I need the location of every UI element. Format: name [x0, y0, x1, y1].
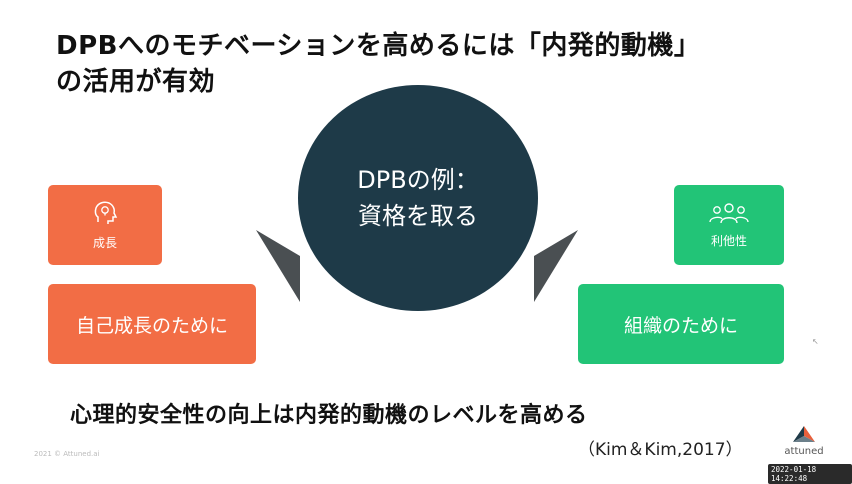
citation-text: （Kim＆Kim,2017）: [578, 440, 743, 460]
example-circle-line1: DPBの例：: [357, 166, 479, 194]
organization-card: 組織のために: [578, 284, 784, 364]
example-circle-line2: 資格を取る: [358, 202, 478, 230]
head-lightbulb-icon: [92, 200, 118, 226]
right-arrow-shape: [534, 230, 578, 302]
left-arrow-shape: [256, 230, 300, 302]
organization-label: 組織のために: [623, 314, 738, 337]
mouse-cursor-icon: ↖: [812, 337, 819, 346]
attuned-logo-text: attuned: [784, 446, 824, 457]
self-growth-card: 自己成長のために: [48, 284, 256, 364]
self-growth-label: 自己成長のために: [75, 314, 228, 337]
slide-title-line1: DPBへのモチベーションを高めるには「内発的動機」: [56, 31, 701, 61]
attuned-logo-icon: [793, 426, 815, 442]
recording-timestamp: 2022-01-18 14:22:48: [768, 464, 852, 484]
altruism-label: 利他性: [710, 233, 747, 248]
copyright-text: 2021 © Attuned.ai: [34, 450, 100, 458]
slide-title-line2: の活用が有効: [56, 67, 216, 97]
slide-title: DPBへのモチベーションを高めるには「内発的動機」 の活用が有効: [56, 28, 796, 100]
growth-label: 成長: [92, 235, 117, 250]
growth-card: 成長: [48, 185, 162, 265]
attuned-logo: attuned: [774, 425, 834, 457]
example-circle: DPBの例： 資格を取る: [298, 85, 538, 311]
group-people-icon: [709, 202, 749, 224]
conclusion-text: 心理的安全性の向上は内発的動機のレベルを高める: [70, 403, 588, 428]
altruism-card: 利他性: [674, 185, 784, 265]
